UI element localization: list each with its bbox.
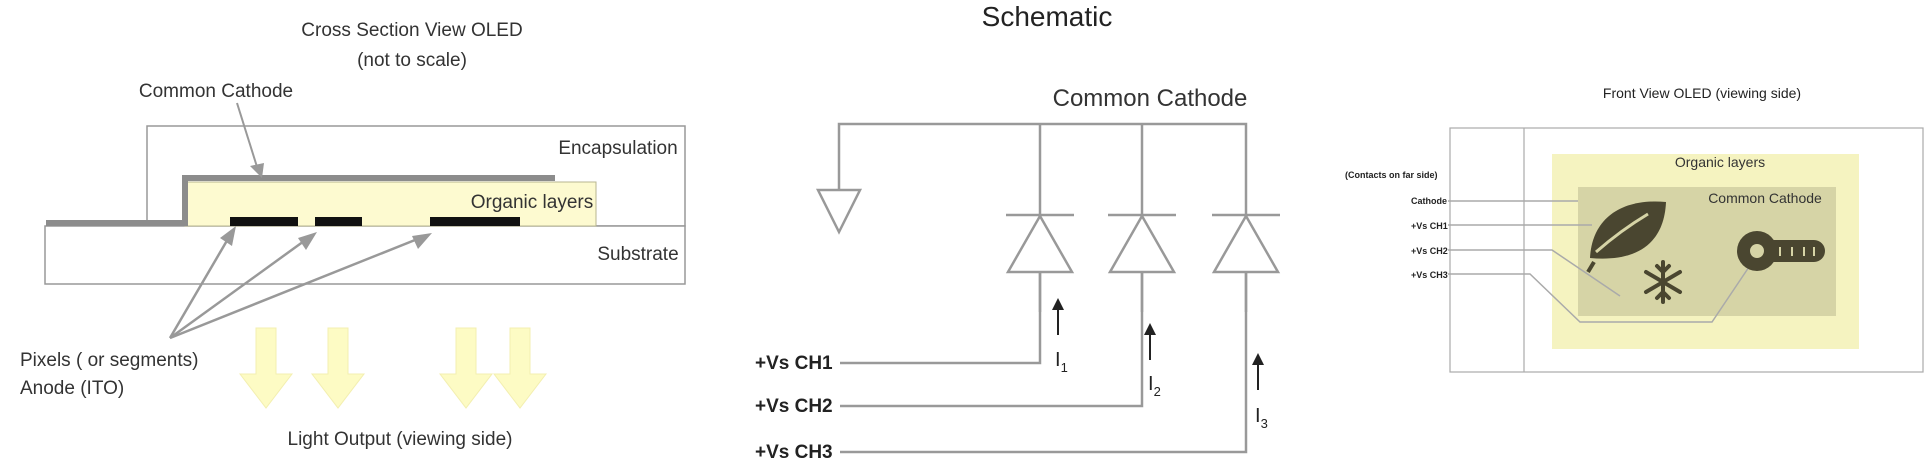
- schematic-view: Schematic Common Cathode: [755, 1, 1281, 461]
- snowflake-icon: [1644, 260, 1682, 304]
- current-arrow-2: [1144, 323, 1156, 360]
- current-label-3: I3: [1255, 405, 1268, 431]
- contact-label-ch1: +Vs CH1: [1411, 221, 1448, 231]
- cross-section-view: Cross Section View OLED (not to scale) E…: [20, 20, 686, 450]
- current-label-1: I1: [1055, 349, 1068, 375]
- cathode-pointer-head: [250, 163, 264, 178]
- channel-wires: [840, 272, 1248, 454]
- diode-ch1: [1005, 213, 1075, 274]
- contact-label-ch3: +Vs CH3: [1411, 270, 1448, 280]
- pixel-pointer-arrows: [168, 231, 426, 340]
- contact-traces: [1448, 200, 1756, 323]
- light-output-label: Light Output (viewing side): [288, 429, 513, 450]
- current-arrow-1: [1052, 298, 1064, 335]
- front-view-title: Front View OLED (viewing side): [1603, 85, 1801, 101]
- front-organic-label: Organic layers: [1675, 154, 1765, 170]
- ground-symbol: [815, 188, 863, 235]
- common-cathode-label: Common Cathode: [139, 81, 293, 102]
- cross-section-subtitle: (not to scale): [357, 50, 467, 71]
- leaf-icon: [1586, 201, 1666, 274]
- anode-pixel-1: [230, 217, 298, 226]
- channel-label-ch1: +Vs CH1: [755, 353, 833, 374]
- light-output-arrows: [238, 327, 548, 409]
- anode-pixel-3: [430, 217, 520, 226]
- diode-ch2: [1107, 213, 1177, 274]
- anode-pixel-2: [315, 217, 362, 226]
- channel-label-ch3: +Vs CH3: [755, 442, 833, 461]
- substrate-box: [44, 225, 686, 285]
- substrate-label: Substrate: [597, 244, 678, 265]
- thermometer-icon: [1737, 231, 1825, 271]
- contact-label-ch2: +Vs CH2: [1411, 246, 1448, 256]
- pixel-pointer-heads: [220, 226, 432, 250]
- organic-layers-label: Organic layers: [471, 192, 594, 213]
- encapsulation-label: Encapsulation: [558, 138, 677, 159]
- contacts-note: (Contacts on far side): [1345, 170, 1438, 180]
- contact-label-cathode: Cathode: [1411, 196, 1447, 206]
- channel-label-ch2: +Vs CH2: [755, 396, 833, 417]
- current-arrow-3: [1252, 353, 1264, 390]
- cathode-pointer-line: [236, 102, 259, 171]
- schematic-title: Schematic: [982, 1, 1113, 32]
- diode-ch3: [1211, 213, 1281, 274]
- pixels-label: Pixels ( or segments): [20, 350, 198, 371]
- common-cathode-line: [46, 175, 555, 226]
- front-view: Front View OLED (viewing side) Organic l…: [1345, 85, 1924, 373]
- current-label-2: I2: [1148, 373, 1161, 399]
- front-cathode-label: Common Cathode: [1708, 190, 1822, 206]
- schematic-common-cathode-label: Common Cathode: [1053, 85, 1248, 112]
- cross-section-title: Cross Section View OLED: [301, 20, 522, 41]
- anode-label: Anode (ITO): [20, 378, 124, 399]
